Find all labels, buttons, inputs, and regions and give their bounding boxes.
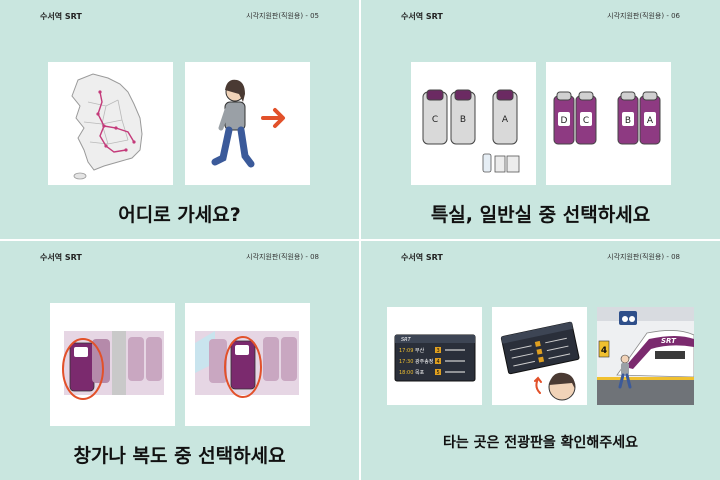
page-label: 시각지원판(직원용) - 08 [246,253,319,261]
aisle-seat-card[interactable] [185,303,310,426]
board-platform: 3 [437,348,440,354]
standard-seats-card[interactable]: D C B A [546,62,671,185]
aisle-seat-icon [185,303,310,426]
korea-map-card[interactable] [48,62,173,185]
panel-seat-class: 수서역 SRT 시각지원판(직원용) - 06 C B A [361,0,720,239]
first-class-seats-icon: C B A [422,89,520,173]
panel-where-to: 수서역 SRT 시각지원판(직원용) - 05 어디로 가 [0,0,359,239]
panel-platform-board: 수서역 SRT 시각지원판(직원용) - 08 SRT 17:09 부산 17:… [361,241,720,480]
brand-label: 수서역 SRT [401,253,443,262]
first-class-seats-card[interactable]: C B A [411,62,536,185]
departure-board-icon: SRT 17:09 부산 17:30 광주송정 18:00 목포 3 4 5 [394,334,476,382]
standard-seats-icon: D C B A [553,91,661,145]
brand-label: 수서역 SRT [401,12,443,21]
caption: 창가나 복도 중 선택하세요 [73,445,286,467]
walking-person-card[interactable] [185,62,310,185]
person-looking-board-card[interactable] [492,307,587,405]
board-platform: 4 [437,359,440,365]
board-platform: 5 [437,370,440,376]
caption: 어디로 가세요? [118,204,241,226]
departure-board-card[interactable]: SRT 17:09 부산 17:30 광주송정 18:00 목포 3 4 5 [387,307,482,405]
caption: 특실, 일반실 중 선택하세요 [430,204,651,226]
seat-letter: C [432,115,438,125]
seat-letter: A [647,116,654,126]
korea-map-icon [71,73,143,180]
brand-label: 수서역 SRT [40,253,82,262]
seat-letter: C [583,116,589,126]
seat-letter: A [502,115,509,125]
platform-number: 4 [601,346,607,356]
walking-person-icon [211,79,285,168]
seat-letter: B [625,116,631,126]
page-label: 시각지원판(직원용) - 05 [246,12,319,20]
train-platform-card[interactable]: 4 SRT [597,307,694,405]
page-label: 시각지원판(직원용) - 06 [607,12,680,20]
seat-letter: B [460,115,466,125]
board-dest: 부산 [415,347,425,354]
train-platform-icon: 4 SRT [597,307,694,405]
panel-window-aisle: 수서역 SRT 시각지원판(직원용) - 08 창가나 복도 중 선택 [0,241,359,480]
window-seat-card[interactable] [50,303,175,426]
board-time: 17:30 [399,359,413,365]
brand-label: 수서역 SRT [40,12,82,21]
window-seat-icon [50,303,175,426]
board-dest: 목포 [415,370,425,376]
srt-logo: SRT [401,337,412,343]
person-looking-board-icon [500,321,580,401]
board-time: 17:09 [399,348,413,354]
train-logo: SRT [661,337,677,345]
caption: 타는 곳은 전광판을 확인해주세요 [443,435,638,451]
board-dest: 광주송정 [415,358,433,365]
board-time: 18:00 [399,370,413,376]
seat-letter: D [561,116,568,126]
page-label: 시각지원판(직원용) - 08 [607,253,680,261]
